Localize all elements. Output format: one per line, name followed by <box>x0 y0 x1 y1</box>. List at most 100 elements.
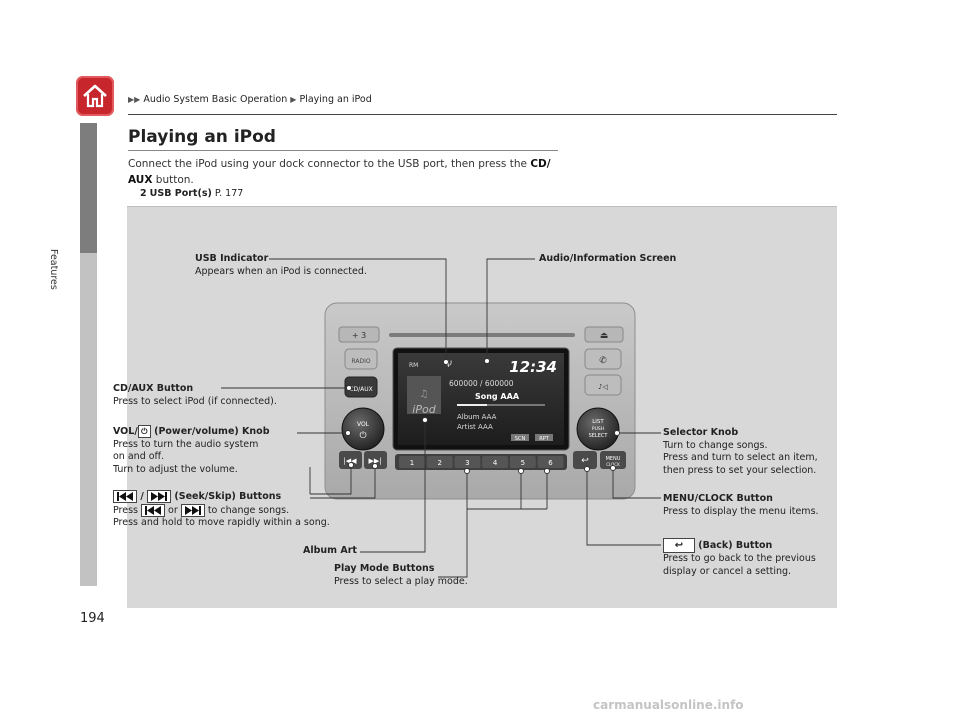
preset-button-4[interactable] <box>482 456 509 468</box>
seek-separator: / <box>140 491 144 502</box>
skip-forward-icon <box>180 503 205 517</box>
skip-back-icon <box>141 503 166 517</box>
callout-desc: Press to go back to the previous <box>663 553 816 564</box>
breadcrumb-arrow-icon: ▶ <box>290 95 297 104</box>
callout-desc: Press to display the menu items. <box>663 505 819 517</box>
callout-title: Audio/Information Screen <box>539 253 677 264</box>
callout-desc: Press to select a play mode. <box>334 575 468 587</box>
vol-label: VOL <box>357 421 370 428</box>
rm-indicator: RM <box>409 362 418 369</box>
screen-tag-rpt <box>535 434 553 441</box>
callout-usb-indicator: USB Indicator Appears when an iPod is co… <box>195 253 367 278</box>
svg-text:+ 3: + 3 <box>352 331 366 340</box>
progress-bar-fill <box>457 404 487 406</box>
callout-desc: Press to turn the audio system <box>113 438 259 450</box>
menu-label: MENU <box>606 456 621 462</box>
seek-back-button[interactable] <box>339 451 362 469</box>
callout-menu-clock: MENU/CLOCK Button Press to display the m… <box>663 493 819 518</box>
xref-page: P. 177 <box>214 188 244 199</box>
cd-aux-button[interactable] <box>344 376 378 398</box>
callout-desc: then press to set your selection. <box>663 464 817 476</box>
preset-button-6[interactable] <box>537 456 564 468</box>
phone-icon: ✆ <box>599 356 607 366</box>
callout-desc: Press to select iPod (if connected). <box>113 395 277 407</box>
preset-button-2[interactable] <box>426 456 453 468</box>
callout-album-art: Album Art <box>303 545 357 558</box>
xref-label: USB Port(s) <box>149 188 212 199</box>
seek-forward-button[interactable] <box>364 451 387 469</box>
screen-tag-scn-label: SCN <box>515 436 526 442</box>
volume-knob[interactable] <box>341 407 385 451</box>
breadcrumb-current: Playing an iPod <box>299 94 372 105</box>
preset-label-3: 3 <box>465 459 469 467</box>
callout-title: MENU/CLOCK Button <box>663 493 773 504</box>
callout-title: Album Art <box>303 545 357 556</box>
radio-label: RADIO <box>351 358 370 365</box>
side-tab-track <box>80 253 97 586</box>
callout-title: (Back) Button <box>695 540 773 551</box>
callout-seek-skip: / (Seek/Skip) Buttons Press or to change… <box>113 490 330 530</box>
callout-desc-end: to change songs. <box>204 504 290 516</box>
callout-volume-knob: VOL/⏻ (Power/volume) Knob Press to turn … <box>113 425 270 476</box>
screen-song: Song AAA <box>475 392 520 401</box>
list-label: LIST <box>592 419 604 425</box>
selector-knob[interactable] <box>576 407 620 451</box>
power-icon: ⏻ <box>137 425 151 438</box>
power-icon: ⏻ <box>359 430 366 441</box>
screen-tag-rpt-label: RPT <box>539 436 549 442</box>
svg-text:⏏: ⏏ <box>600 331 609 341</box>
skip-back-icon <box>113 490 137 503</box>
callout-title: Play Mode Buttons <box>334 563 435 574</box>
intro-text: Connect the iPod using your dock connect… <box>128 158 531 170</box>
audio-unit-figure: + 3 ⏏ RADIO CD/AUX VOL ⏻ |◀◀ ▶▶| RM Ψ 12… <box>113 206 837 608</box>
back-button[interactable] <box>573 451 597 469</box>
callout-desc: Turn to adjust the volume. <box>113 463 238 475</box>
screen-album: Album AAA <box>457 413 497 421</box>
screen-tag-scn <box>511 434 529 441</box>
title-divider <box>128 150 558 151</box>
intro-bold: CD/ AUX <box>128 158 551 186</box>
preset-label-5: 5 <box>521 459 525 467</box>
preset-button-5[interactable] <box>509 456 536 468</box>
side-tab-active <box>80 123 97 253</box>
intro-text-end: button. <box>152 174 194 186</box>
home-button[interactable] <box>76 76 114 116</box>
screen-artist: Artist AAA <box>457 423 493 431</box>
preset-label-4: 4 <box>493 459 498 467</box>
callout-title: (Seek/Skip) Buttons <box>171 491 282 502</box>
cd-aux-label: CD/AUX <box>349 386 372 393</box>
intro-paragraph: Connect the iPod using your dock connect… <box>128 156 568 188</box>
xref-icon: 2 <box>140 188 147 199</box>
skip-back-icon: |◀◀ <box>343 457 357 465</box>
breadcrumb-link-audio[interactable]: Audio System Basic Operation <box>143 94 288 105</box>
audio-unit-illustration: + 3 ⏏ RADIO CD/AUX VOL ⏻ |◀◀ ▶▶| RM Ψ 12… <box>221 258 661 578</box>
callout-play-mode: Play Mode Buttons Press to select a play… <box>334 563 468 588</box>
clock-label: CLOCK <box>606 462 620 467</box>
preset-button-1[interactable] <box>399 456 425 468</box>
callout-selector-knob: Selector Knob Turn to change songs. Pres… <box>663 427 818 477</box>
callout-title: USB Indicator <box>195 253 269 264</box>
cross-reference[interactable]: 2 USB Port(s) P. 177 <box>140 188 243 199</box>
home-icon <box>83 84 107 108</box>
header-divider <box>128 114 837 115</box>
callout-desc: Turn to change songs. <box>663 439 768 451</box>
menu-clock-button[interactable] <box>600 451 626 469</box>
phone-end-icon: ♪◁ <box>598 383 608 391</box>
callout-desc: Press and turn to select an item, <box>663 452 818 463</box>
side-section-label[interactable]: Features <box>48 249 59 290</box>
callout-desc: Appears when an iPod is connected. <box>195 265 367 277</box>
leader-dots <box>345 358 620 474</box>
callout-title: Selector Knob <box>663 427 739 438</box>
push-label: PUSH <box>592 426 604 432</box>
preset-label-1: 1 <box>410 459 414 467</box>
select-label: SELECT <box>589 433 609 439</box>
preset-button-3[interactable] <box>454 456 481 468</box>
preset-label-6: 6 <box>548 459 553 467</box>
breadcrumb-arrow-icon: ▶▶ <box>128 95 141 104</box>
callout-desc: display or cancel a setting. <box>663 565 792 577</box>
page-number: 194 <box>80 611 105 626</box>
album-art <box>407 376 441 414</box>
callout-title: VOL/ <box>113 426 138 437</box>
back-icon: ↩ <box>663 538 695 553</box>
